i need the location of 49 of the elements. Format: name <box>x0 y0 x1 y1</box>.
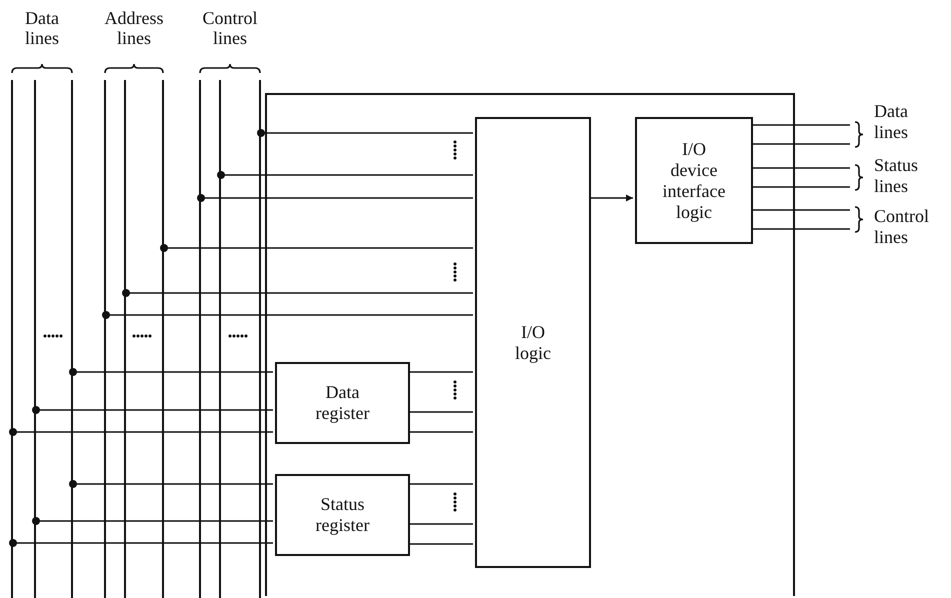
bus-heading: Control lines <box>202 8 258 48</box>
connector-line <box>751 228 850 230</box>
bus-line <box>259 80 261 598</box>
line-label: Control lines <box>874 206 930 248</box>
connector-line <box>751 124 850 126</box>
connector-line <box>408 483 473 485</box>
tap-line <box>32 406 273 414</box>
connector-line <box>751 143 850 145</box>
block-label: I/O logic <box>515 322 551 364</box>
connector-line <box>751 209 850 211</box>
tap-line <box>69 480 273 488</box>
tap-line <box>102 311 473 319</box>
arrow <box>589 194 633 202</box>
tap-line <box>69 368 273 376</box>
bus-line <box>71 80 73 598</box>
bus-line <box>104 80 106 598</box>
connector-line <box>408 411 473 413</box>
tap-line <box>122 289 473 297</box>
connector-line <box>751 167 850 169</box>
logic-block <box>275 362 410 444</box>
tap-line <box>9 428 273 436</box>
connector-line <box>408 371 473 373</box>
bus-line <box>34 80 36 598</box>
block-label: Status register <box>316 494 370 536</box>
bus-line <box>124 80 126 598</box>
bus-line <box>162 80 164 598</box>
logic-block <box>475 117 591 568</box>
logic-block <box>275 474 410 556</box>
block-label: I/O device interface logic <box>662 138 726 222</box>
bus-line <box>219 80 221 598</box>
connector-line <box>408 431 473 433</box>
bus-line <box>199 80 201 598</box>
tap-line <box>217 171 473 179</box>
module-frame <box>265 93 795 596</box>
bus-line <box>11 80 13 598</box>
block-label: Data register <box>316 382 370 424</box>
line-label: Status lines <box>874 155 918 197</box>
bus-heading: Data lines <box>25 8 59 48</box>
logic-block <box>635 117 753 244</box>
line-label: Data lines <box>874 101 908 143</box>
tap-line <box>9 539 273 547</box>
connector-line <box>408 523 473 525</box>
connector-line <box>408 543 473 545</box>
tap-line <box>32 517 273 525</box>
tap-line <box>197 194 473 202</box>
tap-line <box>257 129 473 137</box>
connector-line <box>751 186 850 188</box>
tap-line <box>160 244 473 252</box>
bus-heading: Address lines <box>104 8 164 48</box>
